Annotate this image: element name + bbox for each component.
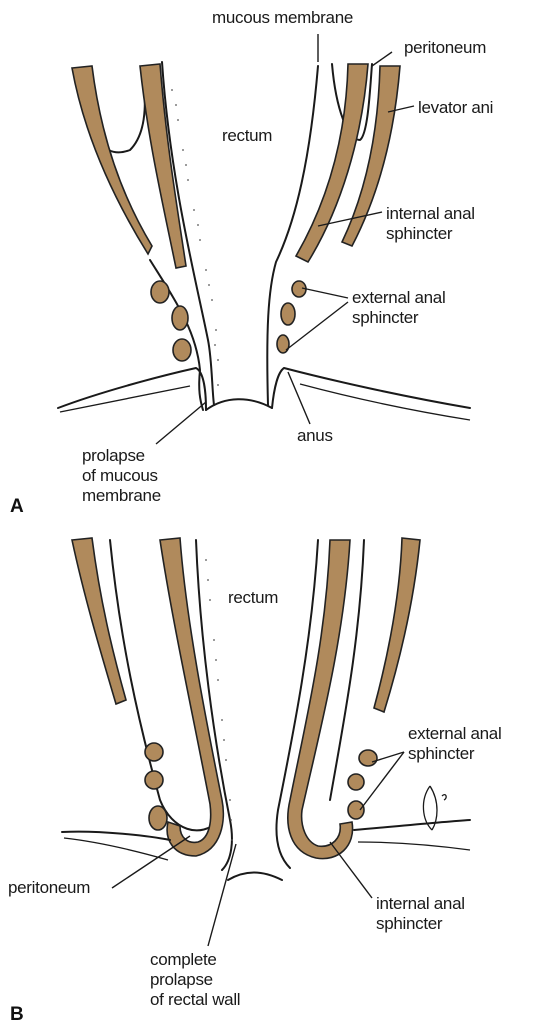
panel-a-left-ext-sphincter-2 [172,306,188,330]
panel-b-right-levator-ani [374,538,420,712]
label-prolapse-3: membrane [82,486,161,505]
panel-b-left-ext-sphincter-3 [149,806,167,830]
label-mucous-membrane: mucous membrane [212,8,353,27]
label-complete-prolapse-1: complete [150,950,217,969]
panel-a-left-ext-sphincter-1 [151,281,169,303]
panel-b-skin-right [354,820,470,830]
panel-b-hair-detail [423,786,446,830]
panel-a-skin-left-inner [60,386,190,412]
panel-b-left-internal-sphincter [160,538,223,856]
label-prolapse-1: prolapse [82,446,145,465]
label-internal-anal-b-2: sphincter [376,914,442,933]
label-external-anal-b-1: external anal [408,724,501,743]
panel-b-leader-peritoneum [112,836,190,888]
panel-b-anal-margin [228,873,282,881]
label-internal-anal-a-2: sphincter [386,224,452,243]
label-complete-prolapse-2: prolapse [150,970,213,989]
panel-b-leader-complete-prolapse [208,844,236,946]
label-complete-prolapse-3: of rectal wall [150,990,240,1009]
panel-a-left-ext-sphincter-3 [173,339,191,361]
panel-a-leader-external-1 [302,288,348,298]
label-internal-anal-a-1: internal anal [386,204,475,223]
panel-a-skin-left [58,368,206,410]
panel-b-left-levator-ani [72,538,126,704]
panel-a-leader-anus [288,372,310,424]
label-prolapse-2: of mucous [82,466,158,485]
panel-a-anal-margin [206,399,272,410]
panel-a-leader-prolapse [156,402,206,444]
label-levator-ani: levator ani [418,98,493,117]
label-external-anal-b-2: sphincter [408,744,474,763]
panel-b-right-ext-sphincter-1 [359,750,377,766]
panel-b-left-ext-sphincter-1 [145,743,163,761]
panel-b-right-ext-sphincter-3 [348,801,364,819]
label-anus: anus [297,426,333,445]
panel-b-letter: B [10,1004,24,1026]
panel-a-letter: A [10,496,24,518]
panel-a-skin-right-inner [300,384,470,420]
label-external-anal-a-1: external anal [352,288,445,307]
panel-b-left-ext-sphincter-2 [145,771,163,789]
panel-a-left-levator-ani [72,66,152,254]
panel-b-leader-internal [330,842,372,898]
label-internal-anal-b-1: internal anal [376,894,465,913]
panel-a-skin-right [272,368,470,408]
label-peritoneum-b: peritoneum [8,878,90,897]
panel-b-skin-left [62,832,170,840]
label-peritoneum-a: peritoneum [404,38,486,57]
label-rectum-b: rectum [228,588,278,607]
panel-a-leader-external-2 [286,302,348,350]
label-external-anal-a-2: sphincter [352,308,418,327]
panel-b-skin-left-inner [64,838,168,860]
panel-b-right-ext-sphincter-2 [348,774,364,790]
panel-b-skin-right-inner [358,842,470,850]
panel-a-right-ext-sphincter-3 [277,335,289,353]
panel-b-left-outer-wall [110,540,220,830]
label-rectum-a: rectum [222,126,272,145]
panel-a-right-ext-sphincter-2 [281,303,295,325]
panel-a-leader-peritoneum [372,52,392,66]
panel-b-right-internal-sphincter [288,540,353,859]
